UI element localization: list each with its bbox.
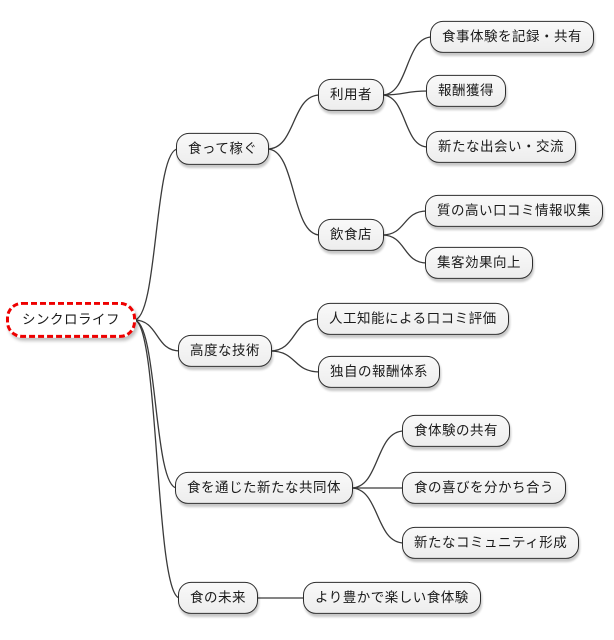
node-customer-attraction[interactable]: 集客効果向上 bbox=[425, 246, 533, 280]
node-advanced-technology[interactable]: 高度な技術 bbox=[178, 334, 272, 368]
node-earn-rewards[interactable]: 報酬獲得 bbox=[426, 74, 506, 108]
node-unique-reward-system[interactable]: 独自の報酬体系 bbox=[318, 355, 440, 389]
node-new-community-formation[interactable]: 新たなコミュニティ形成 bbox=[402, 526, 580, 560]
node-share-food-experience[interactable]: 食体験の共有 bbox=[402, 414, 510, 448]
node-richer-food-experience[interactable]: より豊かで楽しい食体験 bbox=[303, 581, 481, 615]
node-eat-and-earn[interactable]: 食って稼ぐ bbox=[176, 132, 270, 166]
node-ai-review-evaluation[interactable]: 人工知能による口コミ評価 bbox=[317, 302, 509, 336]
node-root-synchrolife[interactable]: シンクロライフ bbox=[6, 301, 136, 339]
node-quality-review-collection[interactable]: 質の高い口コミ情報収集 bbox=[425, 194, 603, 228]
node-users[interactable]: 利用者 bbox=[318, 78, 384, 112]
node-new-encounters[interactable]: 新たな出会い・交流 bbox=[426, 130, 576, 164]
node-restaurants[interactable]: 飲食店 bbox=[318, 218, 384, 252]
node-record-share-meals[interactable]: 食事体験を記録・共有 bbox=[430, 20, 594, 54]
node-share-joy-of-food[interactable]: 食の喜びを分かち合う bbox=[402, 471, 566, 505]
node-future-of-food[interactable]: 食の未来 bbox=[178, 581, 258, 615]
node-new-food-community[interactable]: 食を通じた新たな共同体 bbox=[175, 471, 353, 505]
